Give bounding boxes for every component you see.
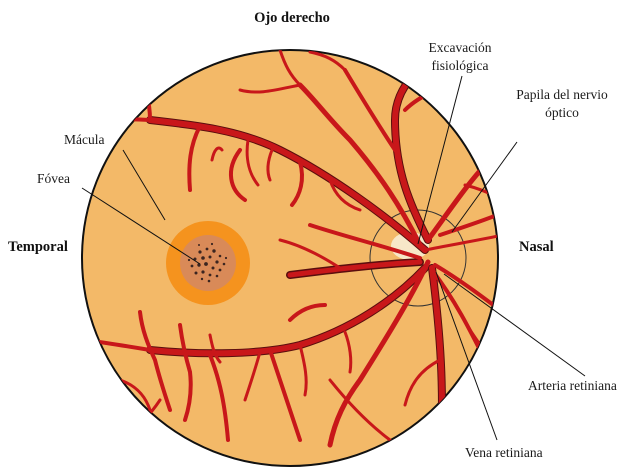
label-papila-line1: Papila del nervio (516, 87, 608, 102)
label-macula: Mácula (64, 132, 104, 147)
diagram-title: Ojo derecho (254, 10, 330, 26)
nasal-label: Nasal (519, 239, 554, 255)
label-arteria: Arteria retiniana (528, 378, 617, 393)
label-fovea: Fóvea (37, 171, 70, 186)
label-excavacion-line1: Excavación (429, 40, 492, 55)
label-vena: Vena retiniana (465, 445, 543, 460)
fovea-region (180, 235, 236, 291)
label-excavacion-line2: fisiológica (432, 58, 489, 73)
temporal-label: Temporal (8, 239, 68, 255)
label-papila-line2: óptico (545, 105, 579, 120)
